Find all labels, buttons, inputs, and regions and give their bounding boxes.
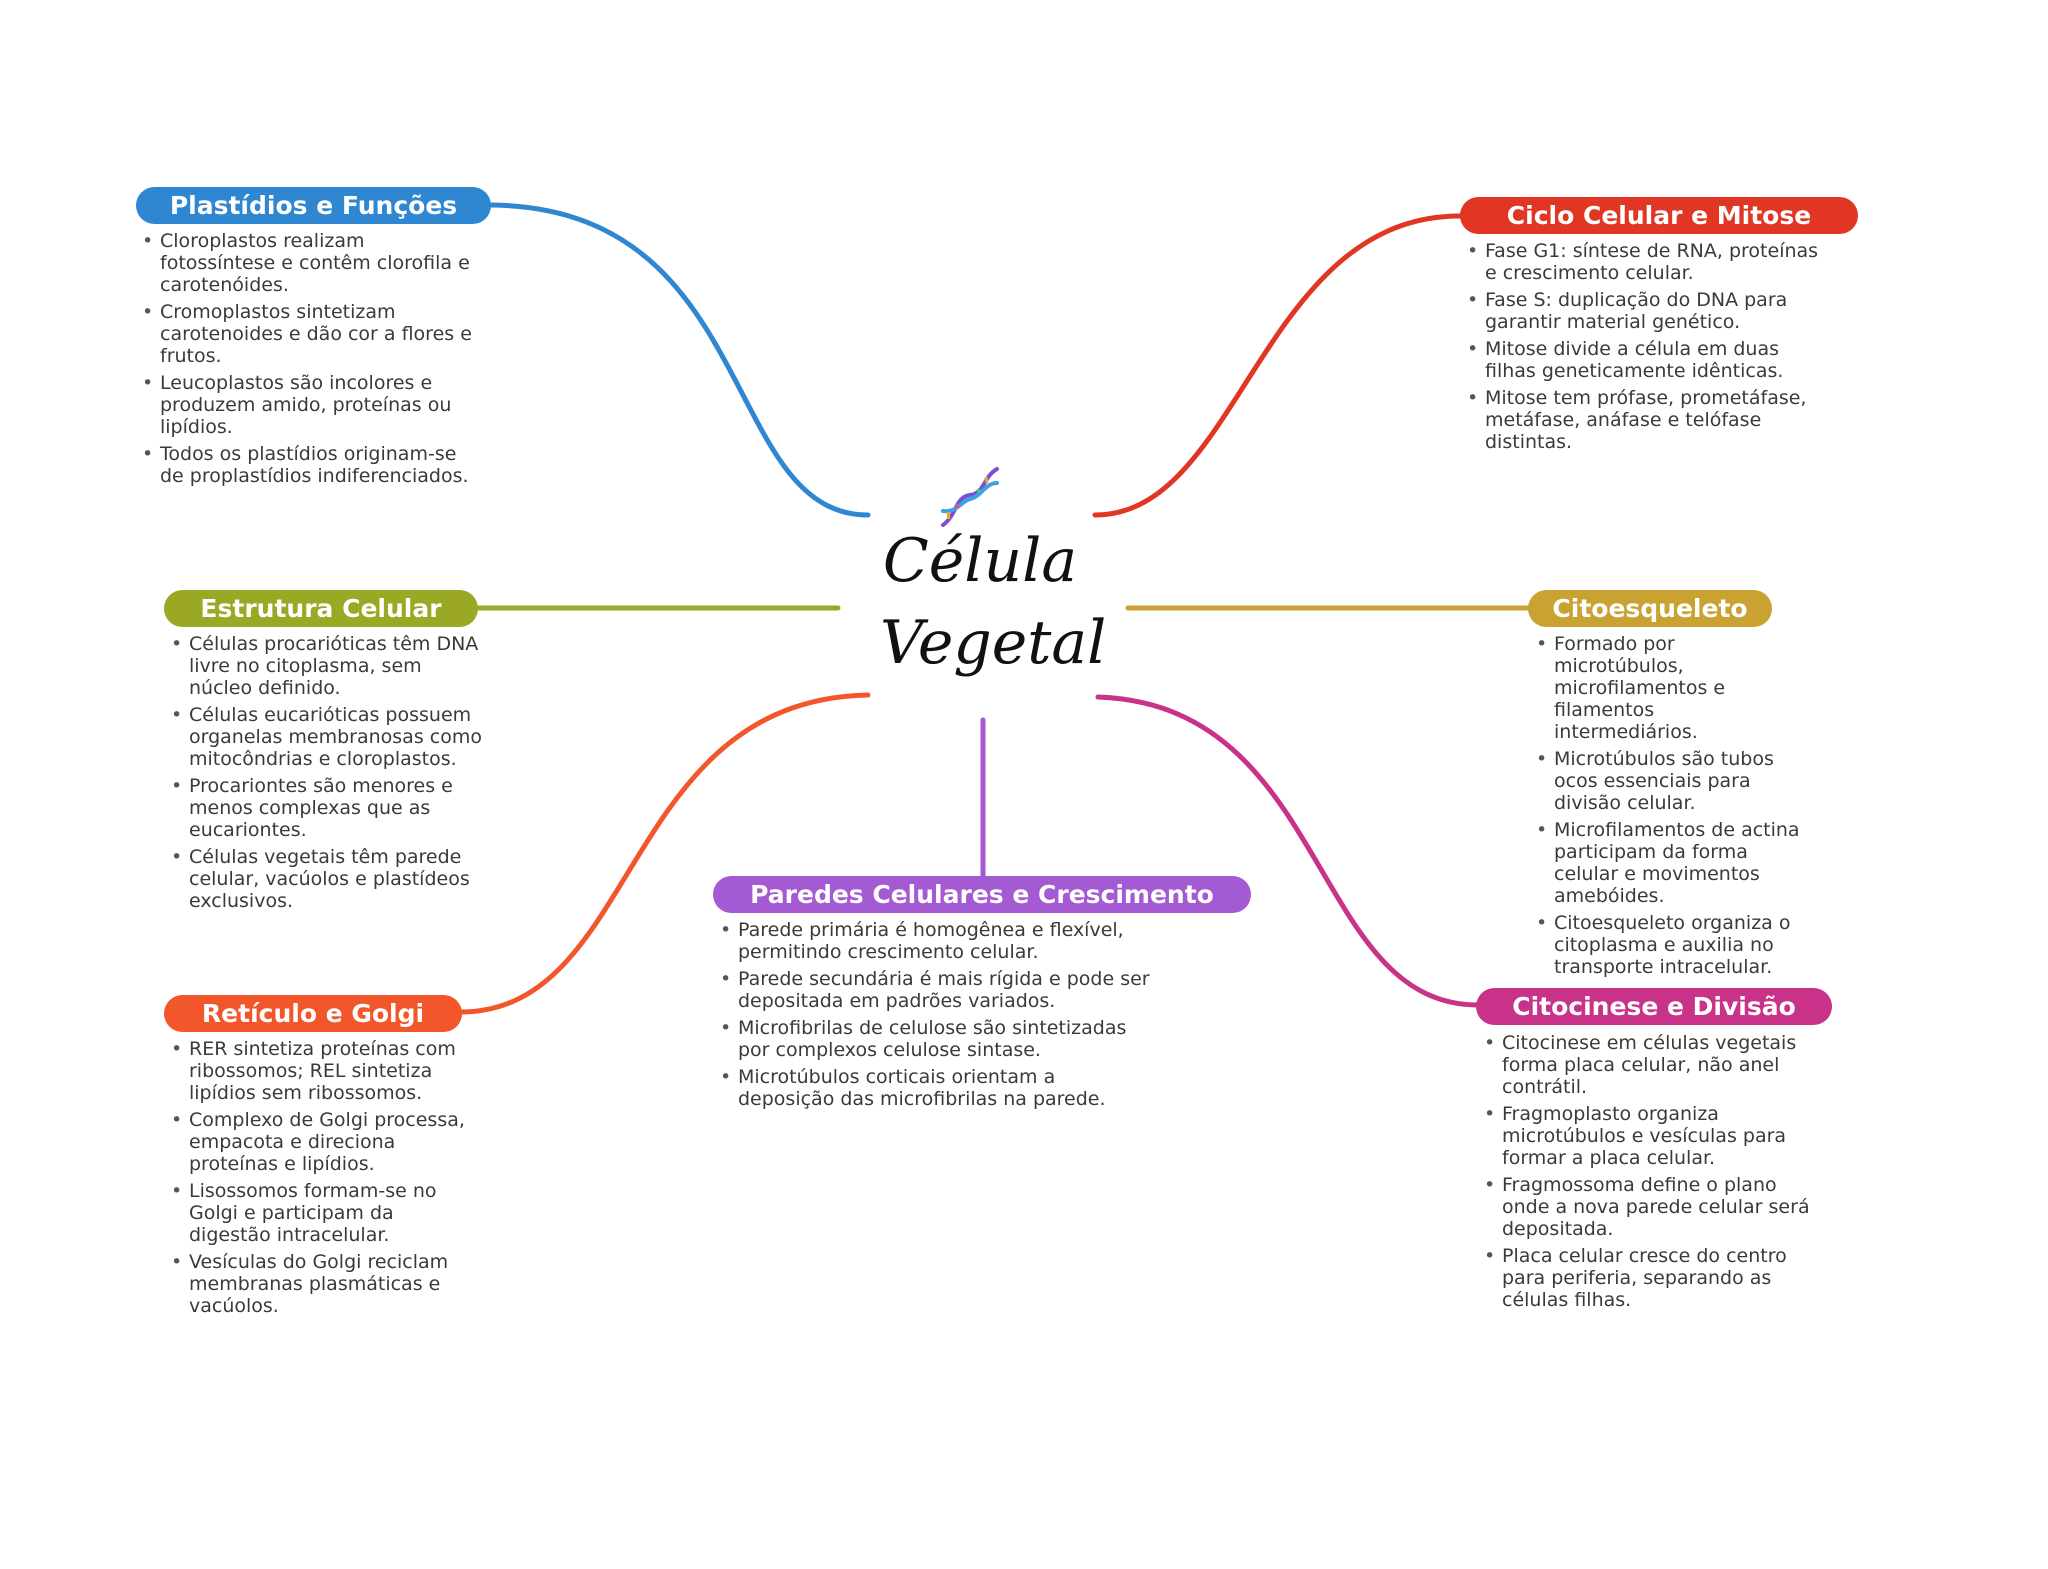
list-item: Células vegetais têm parede celular, vac… (167, 846, 483, 912)
dna-icon (941, 467, 999, 527)
branch-title-estrutura[interactable]: Estrutura Celular (164, 590, 478, 627)
list-item: Lisossomos formam-se no Golgi e particip… (167, 1180, 467, 1246)
list-item: RER sintetiza proteínas com ribossomos; … (167, 1038, 467, 1104)
list-item: Procariontes são menores e menos complex… (167, 775, 483, 841)
list-item: Todos os plastídios originam-se de propl… (138, 443, 478, 487)
branch-title-plastidios[interactable]: Plastídios e Funções (136, 187, 491, 224)
list-item: Microtúbulos são tubos ocos essenciais p… (1532, 748, 1802, 814)
list-item: Placa celular cresce do centro para peri… (1480, 1245, 1820, 1311)
central-topic: Célula Vegetal (880, 520, 1107, 690)
branch-title-citoesqueleto[interactable]: Citoesqueleto (1528, 590, 1772, 627)
list-item: Mitose divide a célula em duas filhas ge… (1463, 338, 1833, 382)
list-item: Fragmoplasto organiza microtúbulos e ves… (1480, 1103, 1820, 1169)
list-item: Fase G1: síntese de RNA, proteínas e cre… (1463, 240, 1833, 284)
central-topic-line1: Célula (882, 526, 1078, 596)
list-item: Células eucarióticas possuem organelas m… (167, 704, 483, 770)
branch-list-ciclo: Fase G1: síntese de RNA, proteínas e cre… (1463, 240, 1833, 458)
list-item: Formado por microtúbulos, microfilamento… (1532, 633, 1802, 743)
list-item: Leucoplastos são incolores e produzem am… (138, 372, 478, 438)
branch-title-paredes[interactable]: Paredes Celulares e Crescimento (713, 876, 1251, 913)
list-item: Mitose tem prófase, prometáfase, metáfas… (1463, 387, 1833, 453)
list-item: Cloroplastos realizam fotossíntese e con… (138, 230, 478, 296)
list-item: Fragmossoma define o plano onde a nova p… (1480, 1174, 1820, 1240)
connector-plastidios (485, 202, 871, 518)
list-item: Cromoplastos sintetizam carotenoides e d… (138, 301, 478, 367)
list-item: Parede primária é homogênea e flexível, … (716, 919, 1156, 963)
branch-title-ciclo[interactable]: Ciclo Celular e Mitose (1460, 197, 1858, 234)
branch-list-citocinese: Citocinese em células vegetais forma pla… (1480, 1032, 1820, 1316)
branch-list-citoesqueleto: Formado por microtúbulos, microfilamento… (1532, 633, 1802, 983)
list-item: Vesículas do Golgi reciclam membranas pl… (167, 1251, 467, 1317)
connector-citocinese (1095, 694, 1481, 1008)
central-topic-line2: Vegetal (880, 608, 1107, 678)
list-item: Microfilamentos de actina participam da … (1532, 819, 1802, 907)
list-item: Citocinese em células vegetais forma pla… (1480, 1032, 1820, 1098)
list-item: Parede secundária é mais rígida e pode s… (716, 968, 1156, 1012)
list-item: Complexo de Golgi processa, empacota e d… (167, 1109, 467, 1175)
list-item: Fase S: duplicação do DNA para garantir … (1463, 289, 1833, 333)
list-item: Microtúbulos corticais orientam a deposi… (716, 1066, 1156, 1110)
branch-list-plastidios: Cloroplastos realizam fotossíntese e con… (138, 230, 478, 492)
connector-ciclo (1092, 213, 1463, 518)
list-item: Citoesqueleto organiza o citoplasma e au… (1532, 912, 1802, 978)
connector-reticulo (457, 692, 871, 1015)
branch-title-reticulo[interactable]: Retículo e Golgi (164, 995, 462, 1032)
branch-title-citocinese[interactable]: Citocinese e Divisão (1476, 988, 1832, 1025)
branch-list-estrutura: Células procarióticas têm DNA livre no c… (167, 633, 483, 917)
branch-list-paredes: Parede primária é homogênea e flexível, … (716, 919, 1156, 1115)
list-item: Microfibrilas de celulose são sintetizad… (716, 1017, 1156, 1061)
list-item: Células procarióticas têm DNA livre no c… (167, 633, 483, 699)
branch-list-reticulo: RER sintetiza proteínas com ribossomos; … (167, 1038, 467, 1322)
